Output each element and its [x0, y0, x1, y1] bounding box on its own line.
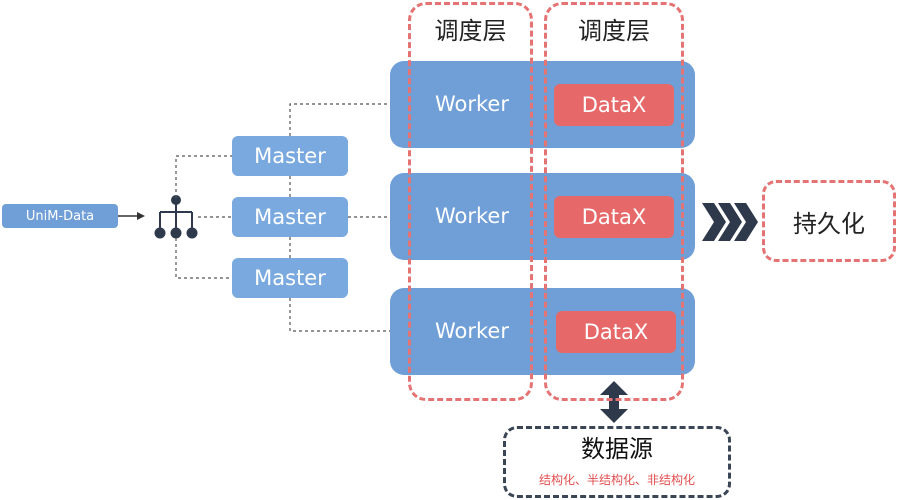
datasource-node: 数据源 结构化、半结构化、非结构化: [503, 426, 731, 498]
datax-node: DataX: [554, 84, 674, 126]
worker-label: Worker: [435, 319, 509, 343]
double-arrow-icon: [600, 381, 628, 423]
datasource-title: 数据源: [581, 435, 653, 463]
persistence-node: 持久化: [762, 180, 896, 262]
worker-label: Worker: [435, 204, 509, 228]
source-arrow-head: [137, 212, 145, 220]
scheduling-layer-column: [544, 2, 684, 401]
network-hub-icon: [154, 195, 198, 239]
datax-node: DataX: [554, 196, 674, 238]
datasource-subtitle: 结构化、半结构化、非结构化: [538, 473, 695, 487]
layer-title: 调度层: [434, 17, 507, 45]
chevron-right-icon: [702, 203, 758, 241]
source-node: UniM-Data: [2, 204, 118, 228]
worker-label: Worker: [435, 92, 509, 116]
hub-to-master-links: [175, 155, 232, 279]
master-node: Master: [232, 136, 348, 176]
layer-title: 调度层: [578, 17, 650, 45]
scheduling-layer-column: [408, 2, 533, 401]
master-to-worker-links: [289, 103, 390, 332]
master-node: Master: [232, 197, 348, 237]
master-node: Master: [232, 258, 348, 298]
datax-node: DataX: [556, 311, 676, 353]
